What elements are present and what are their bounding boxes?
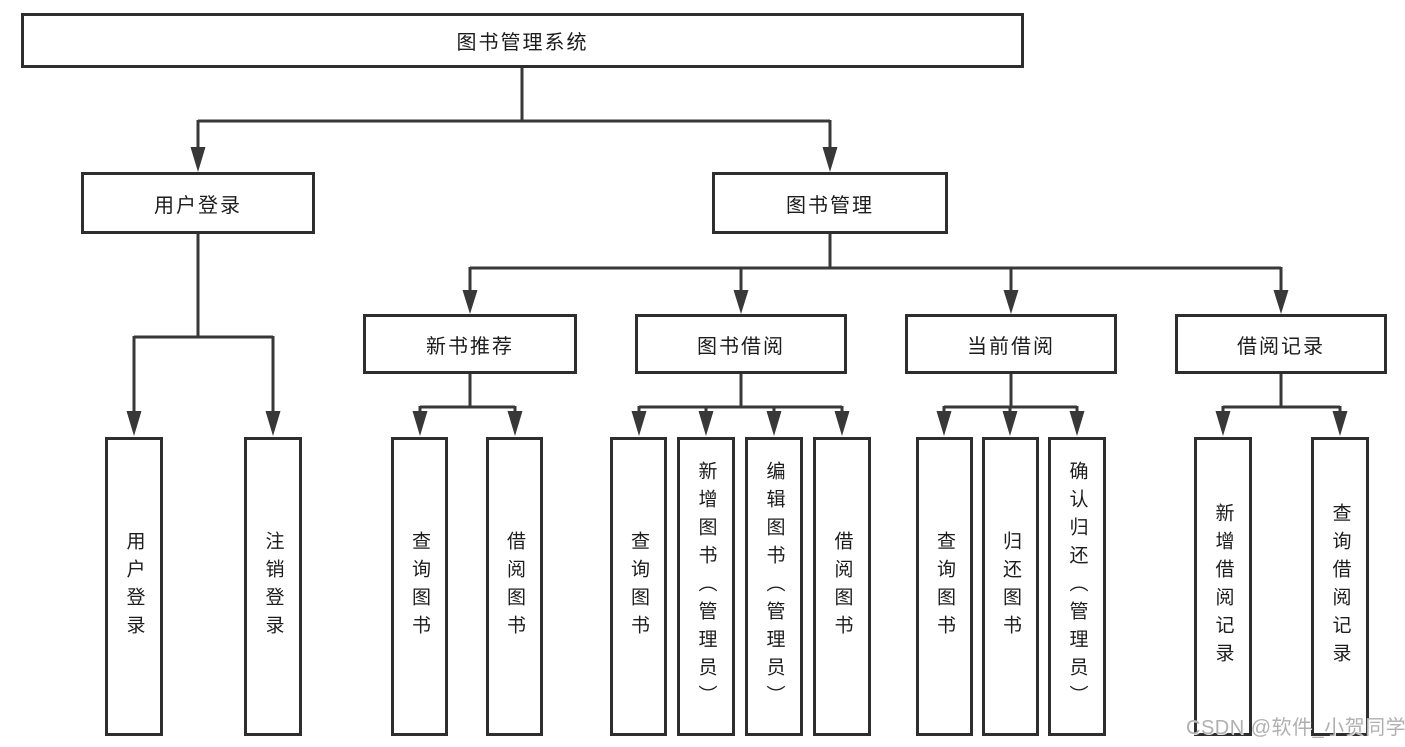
node-user-login-branch-label: 用户登录 xyxy=(154,194,242,217)
node-root-label: 图书管理系统 xyxy=(456,32,589,54)
node-user-login-branch: 用户登录 xyxy=(81,172,315,234)
node-book-management-branch: 图书管理 xyxy=(712,172,948,234)
edges-current xyxy=(936,374,1085,436)
leaf-edit-books-admin: 编辑图书（管理员） xyxy=(745,437,803,736)
leaf-recommend-borrow-books: 借阅图书 xyxy=(486,437,543,736)
leaf-query-borrow-record: 查询借阅记录 xyxy=(1311,437,1369,736)
leaf-borrow-books: 借阅图书 xyxy=(813,437,871,736)
csdn-watermark: CSDN @软件_小贺同学 xyxy=(1186,717,1405,739)
leaf-query-borrow-record-label: 查询借阅记录 xyxy=(1329,502,1351,671)
leaf-add-borrow-record-label: 新增借阅记录 xyxy=(1212,502,1234,671)
leaf-logout: 注销登录 xyxy=(244,437,302,736)
leaf-return-books: 归还图书 xyxy=(982,437,1039,736)
edges-recommend xyxy=(412,374,523,436)
edges-root-to-level2 xyxy=(190,68,838,172)
leaf-current-query-books-label: 查询图书 xyxy=(934,530,955,643)
leaf-logout-label: 注销登录 xyxy=(262,530,284,643)
leaf-add-borrow-record: 新增借阅记录 xyxy=(1194,437,1252,736)
leaf-recommend-query-books-label: 查询图书 xyxy=(409,530,430,643)
edges-records xyxy=(1215,374,1348,436)
edges-user-login xyxy=(126,234,281,436)
edges-borrow xyxy=(631,374,850,436)
leaf-user-login-label: 用户登录 xyxy=(123,530,145,643)
leaf-borrow-query-books: 查询图书 xyxy=(610,437,667,736)
node-new-book-recommend-label: 新书推荐 xyxy=(426,335,514,358)
leaf-recommend-borrow-books-label: 借阅图书 xyxy=(504,530,525,643)
leaf-borrow-books-label: 借阅图书 xyxy=(831,530,853,643)
edges-book-management xyxy=(462,234,1289,314)
leaf-confirm-return-admin-label: 确认归还（管理员） xyxy=(1066,460,1088,713)
node-book-borrow: 图书借阅 xyxy=(635,314,847,374)
leaf-confirm-return-admin: 确认归还（管理员） xyxy=(1048,437,1106,736)
leaf-add-books-admin: 新增图书（管理员） xyxy=(677,437,735,736)
leaf-recommend-query-books: 查询图书 xyxy=(391,437,448,736)
node-current-borrow: 当前借阅 xyxy=(905,314,1117,374)
leaf-add-books-admin-label: 新增图书（管理员） xyxy=(695,460,717,713)
node-current-borrow-label: 当前借阅 xyxy=(967,335,1055,358)
leaf-user-login: 用户登录 xyxy=(105,437,163,736)
node-root-system: 图书管理系统 xyxy=(21,13,1024,68)
leaf-edit-books-admin-label: 编辑图书（管理员） xyxy=(763,460,785,713)
leaf-current-query-books: 查询图书 xyxy=(916,437,973,736)
node-borrow-records-label: 借阅记录 xyxy=(1237,335,1325,358)
leaf-return-books-label: 归还图书 xyxy=(1000,530,1021,643)
node-book-borrow-label: 图书借阅 xyxy=(697,335,785,358)
node-borrow-records: 借阅记录 xyxy=(1175,314,1387,374)
leaf-borrow-query-books-label: 查询图书 xyxy=(628,530,649,643)
node-book-management-branch-label: 图书管理 xyxy=(786,194,874,217)
node-new-book-recommend: 新书推荐 xyxy=(363,314,577,374)
